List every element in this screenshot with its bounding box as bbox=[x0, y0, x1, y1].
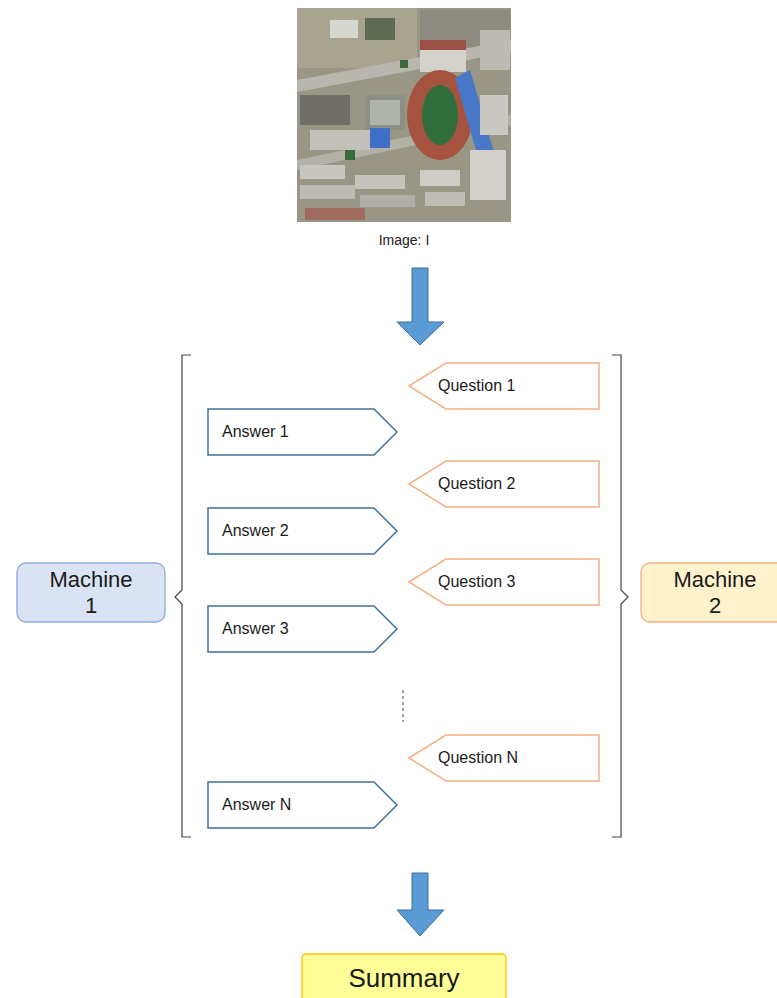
image-caption: Image: I bbox=[379, 232, 430, 248]
down-arrow bbox=[397, 873, 444, 936]
machine-box: Machine 1 bbox=[16, 562, 166, 623]
box-text: Question 2 bbox=[438, 475, 515, 493]
right-bracket bbox=[612, 355, 628, 837]
machine-box: Machine 2 bbox=[640, 562, 777, 623]
question-box: Question 1 bbox=[408, 362, 600, 410]
box-text: Answer 3 bbox=[222, 620, 289, 638]
satellite-image bbox=[297, 8, 511, 222]
answer-box: Answer N bbox=[207, 781, 398, 829]
box-text: Answer 1 bbox=[222, 423, 289, 441]
box-text: Machine 2 bbox=[668, 567, 763, 618]
box-text: Machine 1 bbox=[44, 567, 139, 618]
box-text: Question N bbox=[438, 749, 518, 767]
box-text: Summary bbox=[348, 964, 459, 994]
box-text: Question 1 bbox=[438, 377, 515, 395]
answer-box: Answer 2 bbox=[207, 507, 398, 555]
ellipsis-line bbox=[403, 690, 404, 722]
question-box: Question 2 bbox=[408, 460, 600, 508]
box-text: Answer N bbox=[222, 796, 291, 814]
question-box: Question 3 bbox=[408, 558, 600, 606]
answer-box: Answer 1 bbox=[207, 408, 398, 456]
box-text: Question 3 bbox=[438, 573, 515, 591]
box-text: Answer 2 bbox=[222, 522, 289, 540]
left-bracket bbox=[175, 355, 191, 837]
down-arrow bbox=[397, 268, 444, 345]
summary-box: Summary bbox=[301, 953, 507, 998]
answer-box: Answer 3 bbox=[207, 605, 398, 653]
question-box: Question N bbox=[408, 734, 600, 782]
